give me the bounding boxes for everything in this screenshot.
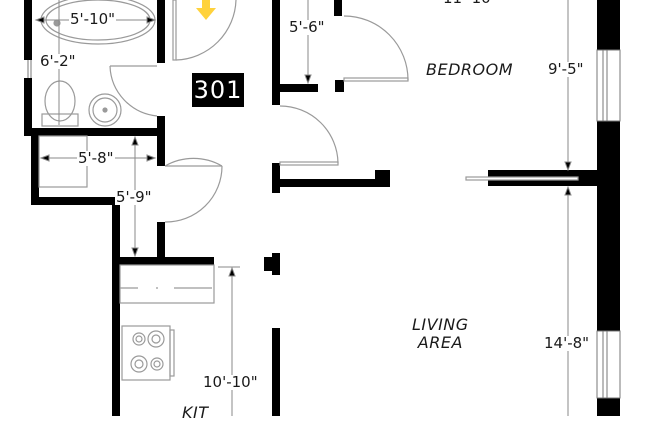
windows <box>27 49 621 399</box>
sink <box>88 93 122 127</box>
room-label-living-line1: LIVING <box>412 315 469 334</box>
dim-hall-closet-depth: 5'-9" <box>115 188 153 206</box>
dim-bath-tub-width: 5'-10" <box>69 10 117 28</box>
doors <box>109 0 579 223</box>
dim-kitchen-length: 10'-10" <box>202 373 259 391</box>
dim-living-height: 14'-8" <box>543 334 591 352</box>
room-label-bedroom: BEDROOM <box>426 60 514 79</box>
dim-bedroom-top-partial: 11'-10" <box>442 0 499 6</box>
room-label-living: LIVING AREA <box>412 315 469 353</box>
arrow-down-icon <box>196 0 216 20</box>
walls <box>24 0 620 416</box>
room-label-living-line2: AREA <box>417 333 463 353</box>
dim-bedroom-height: 9'-5" <box>547 60 585 78</box>
dim-hall-closet-width: 5'-8" <box>77 149 115 167</box>
room-label-kitchen: KIT <box>182 403 209 422</box>
dim-closet-depth: 5'-6" <box>288 18 326 36</box>
dim-bath-length: 6'-2" <box>39 52 77 70</box>
unit-number-badge: 301 <box>192 73 244 107</box>
toilet <box>44 80 76 122</box>
